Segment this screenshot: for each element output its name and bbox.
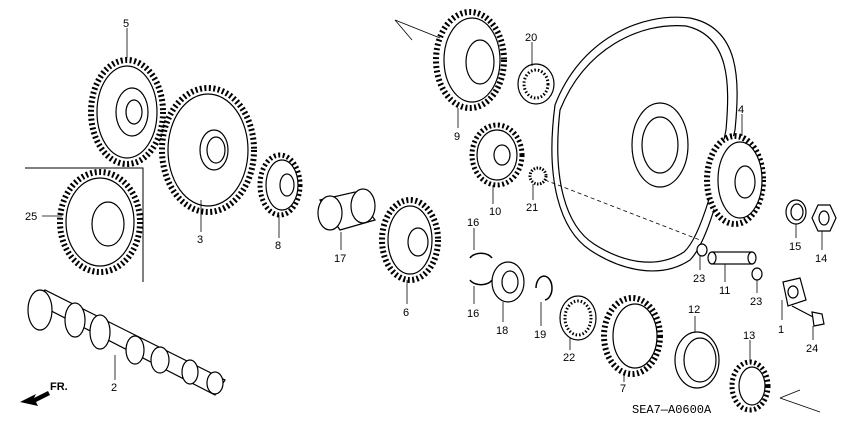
gear-8 bbox=[257, 152, 303, 218]
washer-15 bbox=[785, 199, 807, 225]
gear-3 bbox=[159, 85, 257, 215]
callout-9: 9 bbox=[454, 131, 460, 143]
callout-17: 17 bbox=[334, 253, 346, 265]
callout-8: 8 bbox=[275, 240, 281, 252]
nut-14 bbox=[811, 204, 837, 232]
callout-23-left: 23 bbox=[693, 273, 705, 285]
shaft-11 bbox=[707, 251, 757, 265]
hub-12 bbox=[674, 331, 720, 389]
bearing-18 bbox=[491, 261, 525, 303]
washer-23a bbox=[696, 243, 708, 257]
leader-lines bbox=[42, 28, 823, 382]
callout-23-right: 23 bbox=[750, 296, 762, 308]
callout-10: 10 bbox=[489, 206, 501, 218]
callout-21: 21 bbox=[526, 202, 538, 214]
gear-6 bbox=[379, 197, 441, 283]
snap-ring-19 bbox=[535, 275, 553, 301]
washer-23b bbox=[751, 267, 763, 281]
callout-19: 19 bbox=[534, 329, 546, 341]
gear-10 bbox=[469, 122, 525, 188]
callout-11: 11 bbox=[719, 285, 730, 297]
callout-13: 13 bbox=[743, 330, 755, 342]
case-gasket bbox=[551, 16, 738, 272]
front-label: FR. bbox=[50, 381, 68, 393]
bolt-24 bbox=[791, 305, 825, 327]
callout-16-top: 16 bbox=[467, 217, 479, 229]
gear-13 bbox=[729, 359, 771, 413]
gear-25 bbox=[57, 169, 143, 275]
callout-16-bottom: 16 bbox=[467, 308, 479, 320]
gear-5 bbox=[88, 57, 166, 167]
callout-14: 14 bbox=[815, 253, 827, 265]
callout-12: 12 bbox=[688, 304, 700, 316]
bearing-20 bbox=[517, 63, 555, 105]
drawing-code: SEA7—A0600A bbox=[632, 403, 712, 417]
collar-17 bbox=[317, 188, 376, 231]
callout-20: 20 bbox=[525, 32, 537, 44]
group-box bbox=[25, 167, 144, 282]
callout-25: 25 bbox=[25, 211, 37, 223]
bracket-1 bbox=[782, 277, 807, 307]
mainshaft-2 bbox=[27, 289, 226, 396]
callout-7: 7 bbox=[620, 383, 626, 395]
gear-4 bbox=[704, 133, 766, 227]
callout-3: 3 bbox=[197, 234, 203, 246]
callout-4: 4 bbox=[738, 104, 744, 116]
callout-2: 2 bbox=[111, 382, 117, 394]
callout-5: 5 bbox=[123, 18, 129, 30]
callout-15: 15 bbox=[789, 241, 801, 253]
gear-7 bbox=[601, 295, 663, 377]
snap-rings-16 bbox=[469, 252, 493, 286]
callout-22: 22 bbox=[563, 352, 575, 364]
callout-6: 6 bbox=[403, 307, 409, 319]
callout-18: 18 bbox=[496, 325, 508, 337]
gear-9 bbox=[433, 9, 507, 111]
callout-1: 1 bbox=[778, 324, 784, 336]
needle-bearing-22 bbox=[559, 295, 597, 341]
front-direction-arrow: FR. bbox=[20, 381, 68, 406]
needle-bearing-21 bbox=[528, 166, 548, 186]
axis-lines bbox=[394, 19, 821, 413]
callout-24: 24 bbox=[806, 343, 818, 355]
callout-labels: 5 3 8 17 25 2 9 20 10 21 6 16 16 18 19 2… bbox=[25, 18, 827, 395]
